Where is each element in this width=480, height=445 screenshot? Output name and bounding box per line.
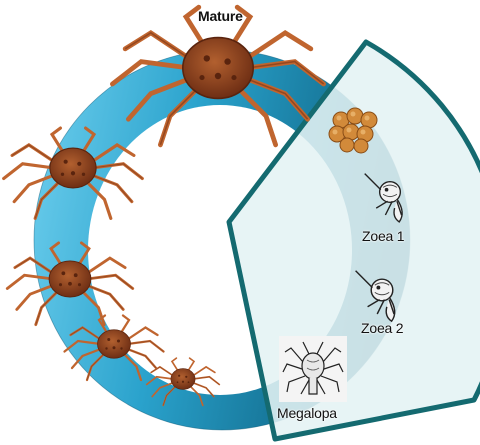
stage-label-mature: Mature: [198, 8, 243, 24]
stage-label-zoea-2: Zoea 2: [361, 320, 403, 336]
megalopa-icon: [279, 336, 347, 402]
stage-label-megalopa: Megalopa: [277, 405, 337, 421]
stage-label-zoea-1: Zoea 1: [362, 228, 404, 244]
